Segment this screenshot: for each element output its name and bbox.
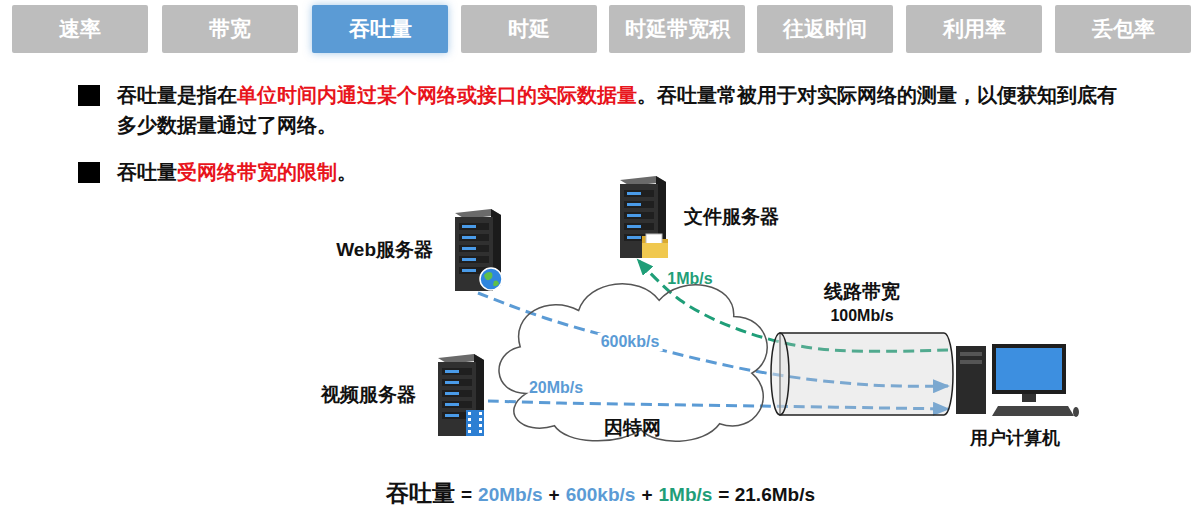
formula-term: = xyxy=(461,484,472,505)
paragraph: 吞吐量受网络带宽的限制。 xyxy=(117,157,1117,187)
nav-tab: 丢包率 xyxy=(1055,5,1191,53)
pipe-label: 100Mb/s xyxy=(830,305,893,327)
nav-tab: 带宽 xyxy=(162,5,298,53)
user-computer: 用户计算机 xyxy=(948,340,1082,456)
nav-tab: 往返时间 xyxy=(757,5,893,53)
video-server-icon xyxy=(430,352,488,438)
paragraph: 吞吐量是指在单位时间内通过某个网络或接口的实际数据量。吞吐量常被用于对实际网络的… xyxy=(117,80,1117,140)
formula-term: = 21.6Mb/s xyxy=(718,484,815,505)
body-text: 吞吐量 xyxy=(117,161,177,183)
cloud-label: 因特网 xyxy=(604,415,661,441)
tab-label: 利用率 xyxy=(943,15,1006,43)
server-label: 文件服务器 xyxy=(684,204,779,230)
body-text: 单位时间内通过某个网络或接口的实际数据量 xyxy=(237,84,637,106)
rate-label: 1Mb/s xyxy=(664,270,715,288)
formula-term: 1Mb/s xyxy=(658,484,712,505)
formula-term: + xyxy=(549,484,560,505)
tab-label: 吞吐量 xyxy=(349,15,412,43)
bullet-square xyxy=(78,85,100,106)
tab-label: 丢包率 xyxy=(1092,15,1155,43)
tab-label: 速率 xyxy=(59,15,101,43)
bullet-square xyxy=(78,162,100,183)
server-label: Web服务器 xyxy=(336,237,433,263)
formula: 吞吐量=20Mb/s+600kb/s+1Mb/s= 21.6Mb/s xyxy=(0,478,1201,509)
formula-term: 600kb/s xyxy=(566,484,636,505)
nav-tab: 速率 xyxy=(12,5,148,53)
nav-tab: 时延带宽积 xyxy=(609,5,745,53)
video-server: 视频服务器 xyxy=(321,352,488,438)
computer-label: 用户计算机 xyxy=(970,426,1060,450)
formula-term: 吞吐量 xyxy=(386,480,455,506)
internet-cloud: 因特网 xyxy=(486,270,778,447)
pipe-label: 线路带宽 xyxy=(824,279,900,305)
computer-icon xyxy=(950,340,1080,420)
web-server: Web服务器 xyxy=(336,207,505,293)
file-server-icon xyxy=(612,174,670,260)
nav-tab: 时延 xyxy=(461,5,597,53)
tab-label: 时延带宽积 xyxy=(625,15,730,43)
body-text: 吞吐量是指在 xyxy=(117,84,237,106)
formula-term: 20Mb/s xyxy=(478,484,542,505)
body-text: 受网络带宽的限制 xyxy=(177,161,337,183)
file-server: 文件服务器 xyxy=(612,174,779,260)
tab-label: 时延 xyxy=(508,15,550,43)
pipe-cylinder xyxy=(768,329,956,419)
link-pipe: 线路带宽100Mb/s xyxy=(768,279,956,419)
nav-tab: 利用率 xyxy=(906,5,1042,53)
nav-tab: 吞吐量 xyxy=(312,5,448,53)
tab-label: 往返时间 xyxy=(783,15,867,43)
server-label: 视频服务器 xyxy=(321,382,416,408)
formula-term: + xyxy=(641,484,652,505)
body-text: 。 xyxy=(337,161,357,183)
rate-label: 600kb/s xyxy=(598,333,663,351)
web-server-icon xyxy=(447,207,505,293)
rate-label: 20Mb/s xyxy=(526,379,586,397)
tab-label: 带宽 xyxy=(209,15,251,43)
